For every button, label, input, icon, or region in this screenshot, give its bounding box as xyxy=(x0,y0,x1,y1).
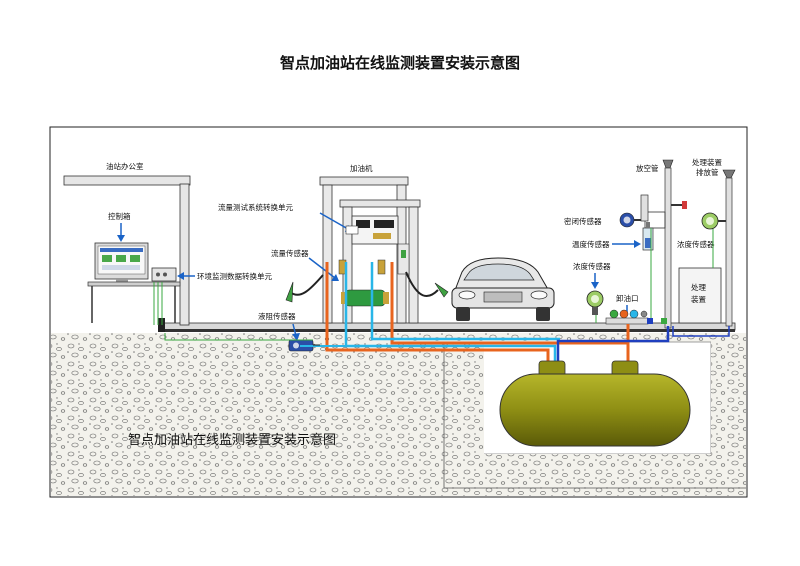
temp-sensor xyxy=(642,222,654,251)
flow-unit-label: 流量测试系统转换单元 xyxy=(218,202,293,212)
treatment-device-label-2: 装置 xyxy=(691,294,706,304)
vent-pipe xyxy=(662,159,687,329)
seal-sensor-label: 密闭传感器 xyxy=(564,216,602,226)
diagram-frame xyxy=(49,126,748,498)
seal-sensor xyxy=(619,194,666,229)
storage-tank xyxy=(499,360,691,447)
unload-port-label: 卸油口 xyxy=(616,293,639,303)
conc-sensor-left xyxy=(586,290,604,315)
forecourt-slab xyxy=(159,322,736,331)
car xyxy=(451,257,555,321)
env-data-unit xyxy=(151,267,177,282)
left-hose xyxy=(289,274,324,296)
treatment-exhaust-label-2: 排放管 xyxy=(696,167,719,177)
treatment-device-label-1: 处理 xyxy=(691,282,706,292)
right-hose xyxy=(405,271,439,298)
conc-sensor-right-label: 浓度传感器 xyxy=(677,239,715,249)
dispenser xyxy=(319,176,421,324)
dispenser-label: 加油机 xyxy=(350,163,373,173)
pipes xyxy=(164,262,730,365)
liquid-sensor-label: 液阻传感器 xyxy=(258,311,296,321)
flow-sensors xyxy=(338,259,389,307)
signal-cable-right xyxy=(595,228,714,323)
signal-cable-office xyxy=(153,282,163,325)
flow-sensor-arrow xyxy=(308,257,336,279)
treatment-exhaust-label-1: 处理装置 xyxy=(692,157,722,167)
diagram-caption: 智点加油站在线监测装置安装示意图 xyxy=(128,432,336,448)
flow-sensor-label: 流量传感器 xyxy=(271,248,309,258)
unload-port xyxy=(605,309,649,325)
flow-unit-arrow xyxy=(319,212,349,230)
conc-sensor-left-label: 浓度传感器 xyxy=(573,261,611,271)
right-nozzle xyxy=(434,282,449,298)
env-unit-label: 环境监测数据转换单元 xyxy=(197,271,272,281)
left-nozzle xyxy=(285,281,294,303)
treatment-exhaust-pipe xyxy=(722,169,736,327)
conc-sensor-right xyxy=(701,212,726,230)
control-box xyxy=(94,242,149,284)
page-title: 智点加油站在线监测装置安装示意图 xyxy=(279,54,520,72)
control-box-label: 控制箱 xyxy=(108,211,131,221)
temp-sensor-label: 温度传感器 xyxy=(572,239,610,249)
desk xyxy=(87,281,181,323)
vent-pipe-label: 放空管 xyxy=(636,163,659,173)
office-label: 油站办公室 xyxy=(106,161,144,171)
treatment-device: 处理 装置 xyxy=(678,267,722,324)
